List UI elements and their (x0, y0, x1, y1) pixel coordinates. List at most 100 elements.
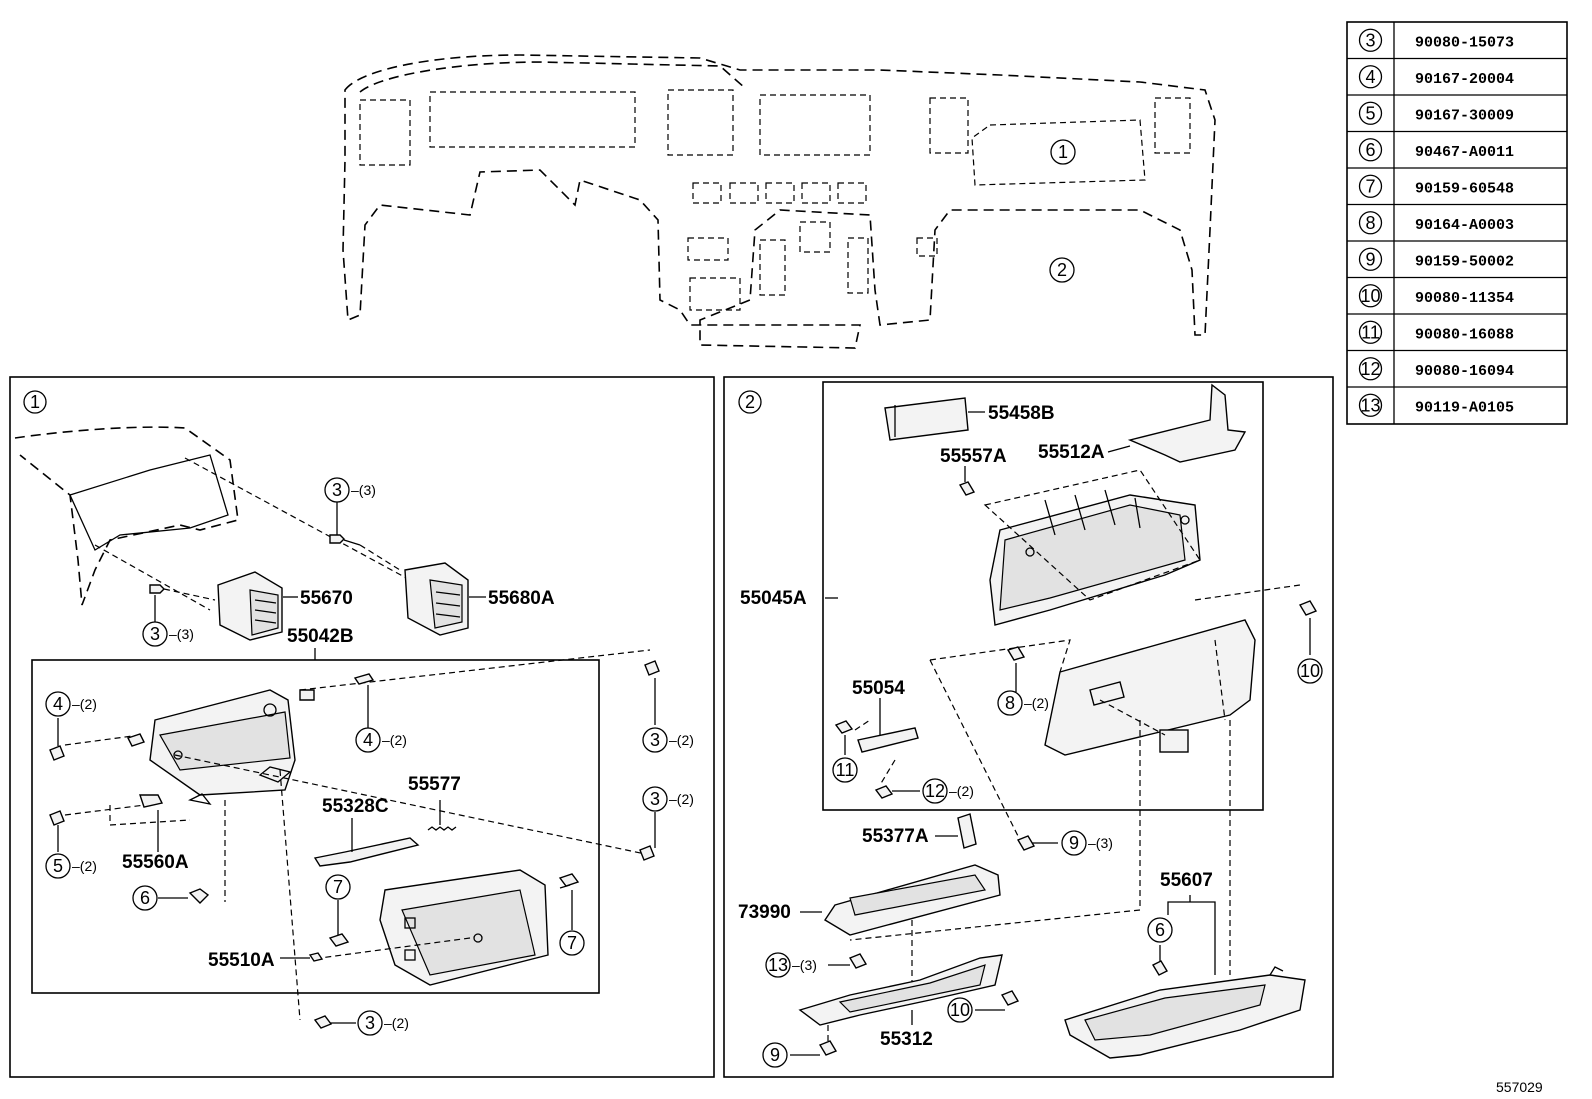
legend-number: 9 (1365, 249, 1375, 269)
svg-text:3: 3 (365, 1013, 375, 1033)
legend-number: 10 (1360, 286, 1380, 306)
svg-text:–(2): –(2) (382, 732, 407, 748)
svg-text:–(2): –(2) (949, 783, 974, 799)
legend-row: 3 90080-15073 (1358, 28, 1514, 52)
panel-2-marker (738, 390, 762, 414)
legend-number-circle (1358, 247, 1383, 271)
legend-number: 3 (1365, 30, 1375, 50)
part-55377A (957, 813, 977, 849)
svg-text:–(2): –(2) (1024, 695, 1049, 711)
svg-text:5: 5 (53, 856, 63, 876)
svg-text:7: 7 (333, 877, 343, 897)
callout-10-bottom: 10 (947, 997, 973, 1023)
label-55045A: 55045A (740, 588, 807, 609)
label-55560A: 55560A (122, 852, 189, 873)
svg-text:–(2): –(2) (669, 732, 694, 748)
legend-number-circle (1358, 284, 1383, 308)
svg-text:3: 3 (332, 480, 342, 500)
legend-number: 13 (1360, 395, 1380, 415)
callout-6-panel2: 6 (1147, 917, 1173, 943)
panel-1-frame (9, 376, 715, 1078)
legend-part-number: 90080-11354 (1415, 290, 1514, 307)
undercover-55607 (1064, 966, 1306, 1059)
callout-3-right-upper: 3 –(2) (642, 727, 694, 753)
callout-9-middle: 9 –(3) (1061, 830, 1113, 856)
label-55377A: 55377A (862, 826, 929, 847)
callout-12: 12 –(2) (922, 778, 974, 804)
callout-5: 5 –(2) (45, 853, 97, 879)
legend-part-number: 90167-30009 (1415, 107, 1514, 124)
panel-2-frame (723, 376, 1334, 1078)
panel-1-marker-label: 1 (30, 392, 40, 412)
legend-number-circle (1358, 174, 1383, 198)
callout-3-left: 3 –(3) (142, 621, 194, 647)
legend-part-number: 90164-A0003 (1415, 217, 1514, 234)
svg-text:–(2): –(2) (384, 1015, 409, 1031)
svg-text:–(2): –(2) (72, 858, 97, 874)
label-55042B: 55042B (287, 626, 354, 647)
label-55607: 55607 (1160, 870, 1213, 891)
callout-9-bottom: 9 (762, 1042, 788, 1068)
label-55577: 55577 (408, 774, 461, 795)
svg-text:3: 3 (150, 624, 160, 644)
overview-zone-1-marker (1050, 139, 1076, 165)
vent-55680A (404, 562, 469, 636)
lower-panel-55042B (149, 689, 296, 805)
label-55512A: 55512A (1038, 442, 1105, 463)
svg-text:–(3): –(3) (351, 482, 376, 498)
callout-4-left: 4 –(2) (45, 691, 97, 717)
legend-number: 12 (1360, 359, 1380, 379)
legend-number-circle (1358, 28, 1383, 52)
svg-text:13: 13 (768, 955, 788, 975)
svg-text:4: 4 (363, 730, 373, 750)
clip-55560A (139, 794, 164, 808)
legend-part-number: 90080-15073 (1415, 34, 1514, 51)
legend-part-number: 90159-50002 (1415, 253, 1514, 270)
label-55510A: 55510A (208, 950, 275, 971)
legend-number-circle (1358, 101, 1383, 125)
callout-3-right-lower: 3 –(2) (642, 786, 694, 812)
legend-number-circle (1358, 320, 1383, 344)
panel-1-inner-frame (31, 659, 600, 994)
svg-text:6: 6 (140, 888, 150, 908)
callout-7-left: 7 (325, 874, 351, 900)
callout-4-right: 4 –(2) (355, 727, 407, 753)
legend-row: 9 90159-50002 (1347, 240, 1567, 271)
part-55557A (958, 481, 976, 496)
label-55680A: 55680A (488, 588, 555, 609)
legend-number: 11 (1361, 322, 1380, 342)
vent-55670 (217, 571, 283, 641)
panel-1-marker (23, 390, 47, 414)
legend-part-number: 90467-A0011 (1415, 144, 1514, 161)
legend-row: 10 90080-11354 (1347, 276, 1567, 308)
svg-text:–(2): –(2) (72, 696, 97, 712)
glove-box-assembly-frame (822, 381, 1264, 811)
legend-number-circle (1358, 393, 1383, 417)
svg-text:12: 12 (925, 781, 945, 801)
glove-door-55510A (379, 869, 549, 986)
detail-panel-1: 1 55670 55680A (9, 376, 715, 1078)
legend-part-number: 90119-A0105 (1415, 399, 1514, 416)
spring-55577 (427, 826, 457, 831)
svg-text:9: 9 (1069, 833, 1079, 853)
svg-text:10: 10 (950, 1000, 970, 1020)
figure-code: 557029 (1496, 1079, 1543, 1095)
part-55458B (884, 397, 969, 441)
legend-number: 7 (1365, 176, 1375, 196)
legend-part-number: 90080-16094 (1415, 363, 1514, 380)
instrument-panel-overview: 1 2 (342, 54, 1216, 349)
label-55312: 55312 (880, 1029, 933, 1050)
pin-55054 (857, 727, 919, 753)
legend-number-circle (1358, 357, 1383, 381)
label-55458B: 55458B (988, 403, 1055, 424)
part-55512A (1127, 383, 1247, 463)
overview-zone-2-label: 2 (1057, 260, 1067, 280)
label-73990: 73990 (738, 902, 791, 923)
svg-text:11: 11 (836, 760, 855, 780)
